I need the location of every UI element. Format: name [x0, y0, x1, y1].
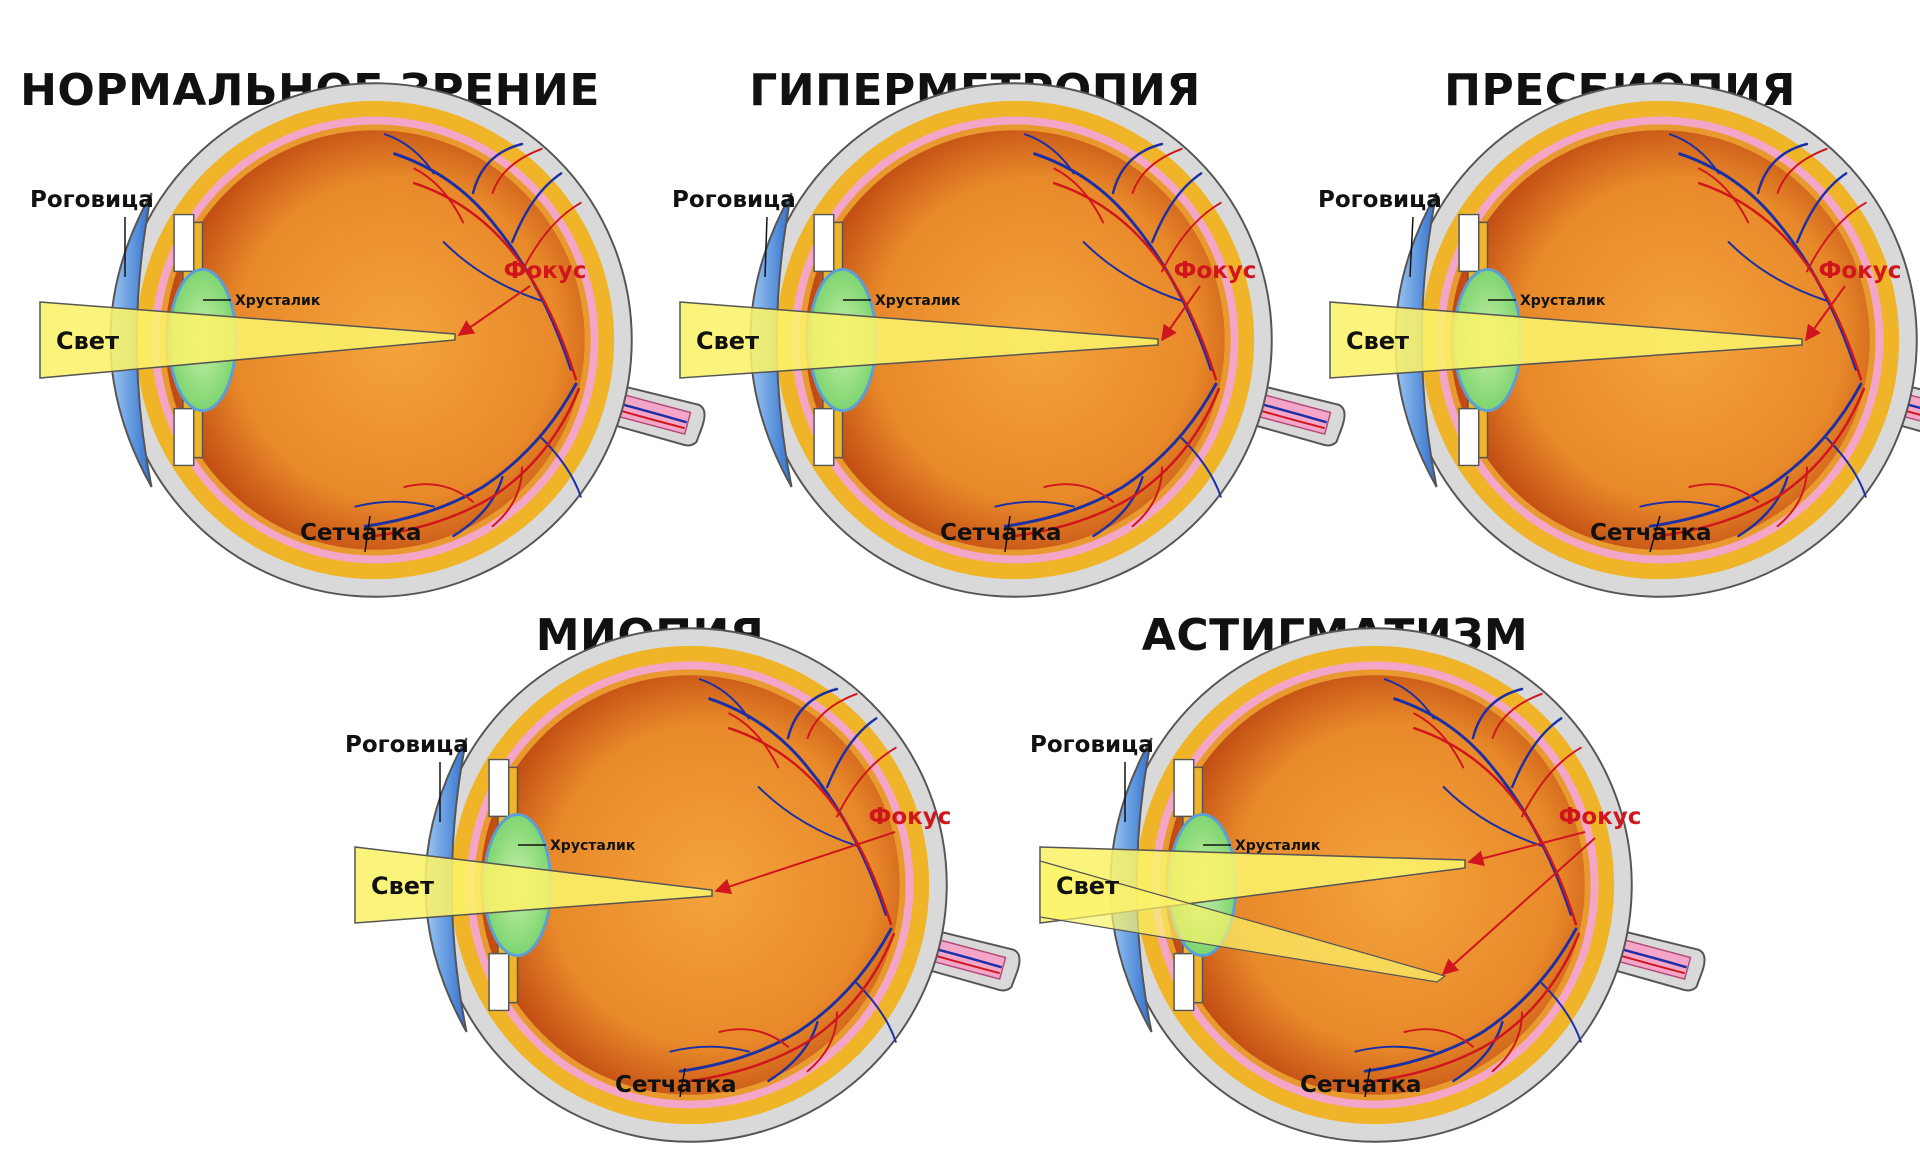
cornea-leader — [1409, 216, 1414, 278]
focus-arrow — [1161, 285, 1201, 342]
panel-normal: НОРМАЛЬНОЕ ЗРЕНИЕСветХрусталикРоговицаСе… — [20, 65, 706, 599]
lens-label: Хрусталик — [1235, 838, 1321, 854]
light-beam — [354, 846, 713, 924]
light-beam — [39, 301, 456, 379]
light-label: Свет — [1056, 872, 1119, 900]
focus-arrow — [457, 285, 531, 336]
focus-arrow-secondary — [1441, 837, 1596, 976]
light-beam-secondary — [1039, 860, 1447, 983]
retina-leader — [364, 515, 371, 553]
light-label: Свет — [56, 327, 119, 355]
focus-label: Фокус — [1819, 258, 1902, 284]
retina-label: Сетчатка — [940, 520, 1062, 546]
lens-label: Хрусталик — [550, 838, 636, 854]
cornea-label: Роговица — [30, 187, 154, 213]
cornea-label: Роговица — [345, 732, 469, 758]
focus-label: Фокус — [869, 804, 952, 830]
retina-leader — [1364, 1067, 1371, 1098]
cornea-leader — [764, 216, 768, 278]
focus-arrow — [1467, 831, 1586, 867]
light-label: Свет — [696, 327, 759, 355]
focus-label: Фокус — [504, 258, 587, 284]
retina-label: Сетчатка — [1590, 520, 1712, 546]
panel-astigmatism: АСТИГМАТИЗМСветХрусталикРоговицаСетчатка… — [1030, 610, 1706, 1144]
cornea-label: Роговица — [672, 187, 796, 213]
retina-label: Сетчатка — [1300, 1072, 1422, 1098]
cornea-label: Роговица — [1030, 732, 1154, 758]
light-label: Свет — [1346, 327, 1409, 355]
light-beam — [1329, 301, 1803, 379]
light-label: Свет — [371, 872, 434, 900]
lens-label: Хрусталик — [235, 293, 321, 309]
panel-presbyopia: ПРЕСБИОПИЯСветХрусталикРоговицаСетчаткаФ… — [1318, 65, 1920, 599]
retina-label: Сетчатка — [300, 520, 422, 546]
focus-label: Фокус — [1559, 804, 1642, 830]
focus-arrow — [1805, 285, 1846, 342]
retina-leader — [679, 1067, 686, 1098]
light-beam — [679, 301, 1159, 379]
retina-label: Сетчатка — [615, 1072, 737, 1098]
retina-leader — [1649, 515, 1661, 553]
panel-hyperopia: ГИПЕРМЕТРОПИЯСветХрусталикРоговицаСетчат… — [672, 65, 1346, 599]
focus-label: Фокус — [1174, 258, 1257, 284]
focus-arrow — [714, 831, 896, 895]
panel-myopia: МИОПИЯСветХрусталикРоговицаСетчаткаФокус — [345, 610, 1021, 1144]
retina-leader — [1004, 515, 1011, 553]
cornea-label: Роговица — [1318, 187, 1442, 213]
lens-label: Хрусталик — [1520, 293, 1606, 309]
lens-label: Хрусталик — [875, 293, 961, 309]
